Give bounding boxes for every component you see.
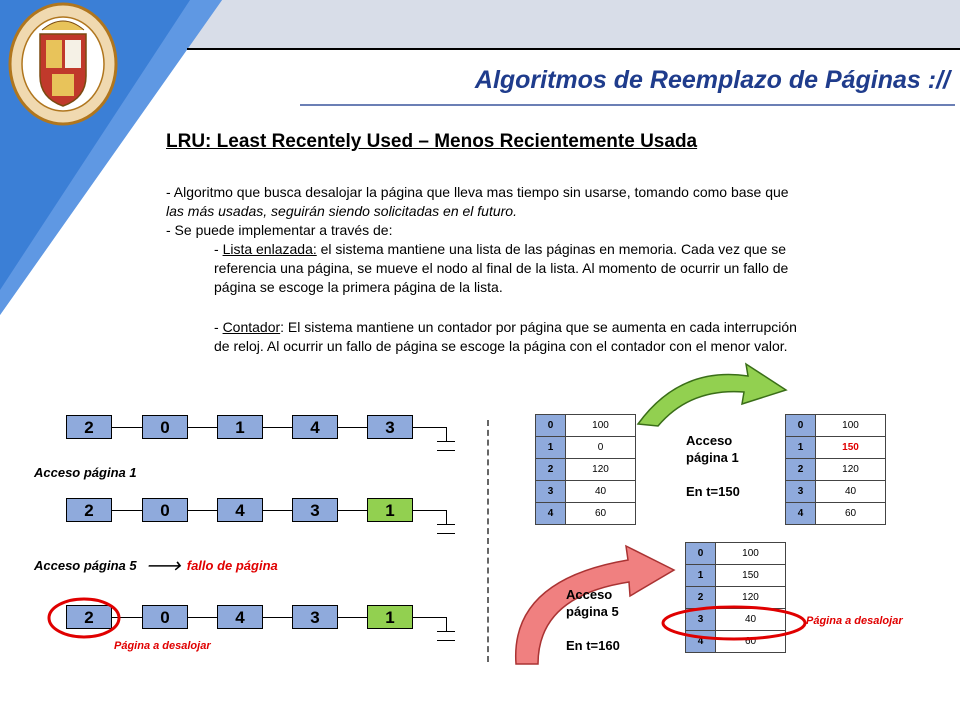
table-index: 1 (785, 436, 816, 459)
list-link-line (112, 510, 446, 511)
table-value: 100 (815, 414, 886, 437)
list-node: 4 (217, 498, 263, 522)
list-node-highlight: 1 (367, 605, 413, 629)
table-value: 40 (565, 480, 636, 503)
eviction-circle (661, 605, 807, 641)
table-value: 120 (565, 458, 636, 481)
list-node: 4 (217, 605, 263, 629)
table-index: 1 (685, 564, 716, 587)
table-index: 0 (785, 414, 816, 437)
prefix: - (214, 241, 223, 257)
list-node-highlight: 1 (367, 498, 413, 522)
contador-line2: de reloj. Al ocurrir un fallo de página … (214, 338, 788, 354)
prefix: - (214, 319, 223, 335)
table-index: 0 (535, 414, 566, 437)
list-node: 1 (217, 415, 263, 439)
title-underline (300, 104, 955, 106)
table-index: 4 (535, 502, 566, 525)
acceso-5-time: En t=160 (566, 638, 620, 653)
ground-symbol (437, 533, 455, 534)
table-index: 2 (535, 458, 566, 481)
list-node: 3 (367, 415, 413, 439)
list-node: 2 (66, 415, 112, 439)
contador-line1: : El sistema mantiene un contador por pá… (280, 319, 797, 335)
pagina-desalojar-table-label: Página a desalojar (806, 615, 903, 627)
list-node: 2 (66, 498, 112, 522)
pagina-desalojar-label: Página a desalojar (114, 640, 211, 652)
contador-text: - Contador: El sistema mantiene un conta… (214, 318, 924, 356)
arrow-right-icon: 🡒 (146, 558, 182, 573)
table-value: 100 (565, 414, 636, 437)
acceso-5-block: Acceso página 5 En t=160 (566, 586, 620, 654)
acceso-5-text-a: Acceso (566, 587, 613, 602)
table-index: 2 (785, 458, 816, 481)
green-curved-arrow (636, 362, 788, 427)
lista-line3: página se escoge la primera página de la… (214, 279, 503, 295)
list-node: 0 (142, 415, 188, 439)
pink-curved-arrow (515, 544, 676, 665)
acceso-5-text: Acceso página 5 (34, 558, 137, 573)
ground-symbol (437, 631, 455, 632)
table-value: 120 (715, 586, 786, 609)
table-value: 0 (565, 436, 636, 459)
list-tail-line (446, 617, 447, 631)
para2: - Se puede implementar a través de: (166, 222, 393, 238)
acceso-pagina-5-label: Acceso página 5 🡒 fallo de página (34, 558, 278, 574)
para1-italic: las más usadas, seguirán siendo solicita… (166, 203, 517, 219)
divider (487, 420, 489, 662)
fallo-pagina-text: fallo de página (186, 558, 278, 573)
acceso-1-time: En t=150 (686, 484, 740, 499)
table-value: 120 (815, 458, 886, 481)
table-value: 40 (715, 608, 786, 631)
list-tail-line (446, 427, 447, 441)
table-index: 3 (785, 480, 816, 503)
table-value: 150 (715, 564, 786, 587)
section-subtitle: LRU: Least Recentely Used – Menos Recien… (166, 131, 698, 152)
page-title: Algoritmos de Reemplazo de Páginas :// (474, 66, 950, 94)
table-index: 0 (685, 542, 716, 565)
description-text: - Algoritmo que busca desalojar la págin… (166, 183, 926, 240)
acceso-1-text-a: Acceso (686, 433, 733, 448)
acceso-1-text-b: página 1 (686, 450, 739, 465)
list-link-line (112, 427, 446, 428)
table-value-updated: 150 (815, 436, 886, 459)
acceso-pagina-1-label: Acceso página 1 (34, 465, 137, 480)
list-node: 3 (292, 605, 338, 629)
ground-symbol (437, 640, 455, 641)
lista-line2: referencia una página, se mueve el nodo … (214, 260, 789, 276)
table-index: 3 (535, 480, 566, 503)
table-value: 60 (565, 502, 636, 525)
ground-symbol (437, 524, 455, 525)
list-node: 0 (142, 498, 188, 522)
table-index: 1 (535, 436, 566, 459)
para1: - Algoritmo que busca desalojar la págin… (166, 184, 789, 200)
list-node: 2 (66, 605, 112, 629)
lista-label: Lista enlazada: (222, 241, 317, 257)
table-value: 40 (815, 480, 886, 503)
list-link-line (112, 617, 446, 618)
lista-line1: el sistema mantiene una lista de las pág… (316, 241, 787, 257)
acceso-5-text-b: página 5 (566, 604, 619, 619)
list-tail-line (446, 510, 447, 524)
table-index: 4 (785, 502, 816, 525)
university-seal (8, 2, 118, 126)
list-node: 3 (292, 498, 338, 522)
lista-enlazada-text: - Lista enlazada: el sistema mantiene un… (214, 240, 924, 297)
list-node: 4 (292, 415, 338, 439)
table-value: 100 (715, 542, 786, 565)
ground-symbol (437, 441, 455, 442)
acceso-1-block: Acceso página 1 En t=150 (686, 432, 740, 500)
contador-label: Contador (222, 319, 281, 335)
header-rule (187, 48, 960, 50)
table-value: 60 (815, 502, 886, 525)
list-node: 0 (142, 605, 188, 629)
ground-symbol (437, 450, 455, 451)
eviction-circle (47, 597, 121, 639)
